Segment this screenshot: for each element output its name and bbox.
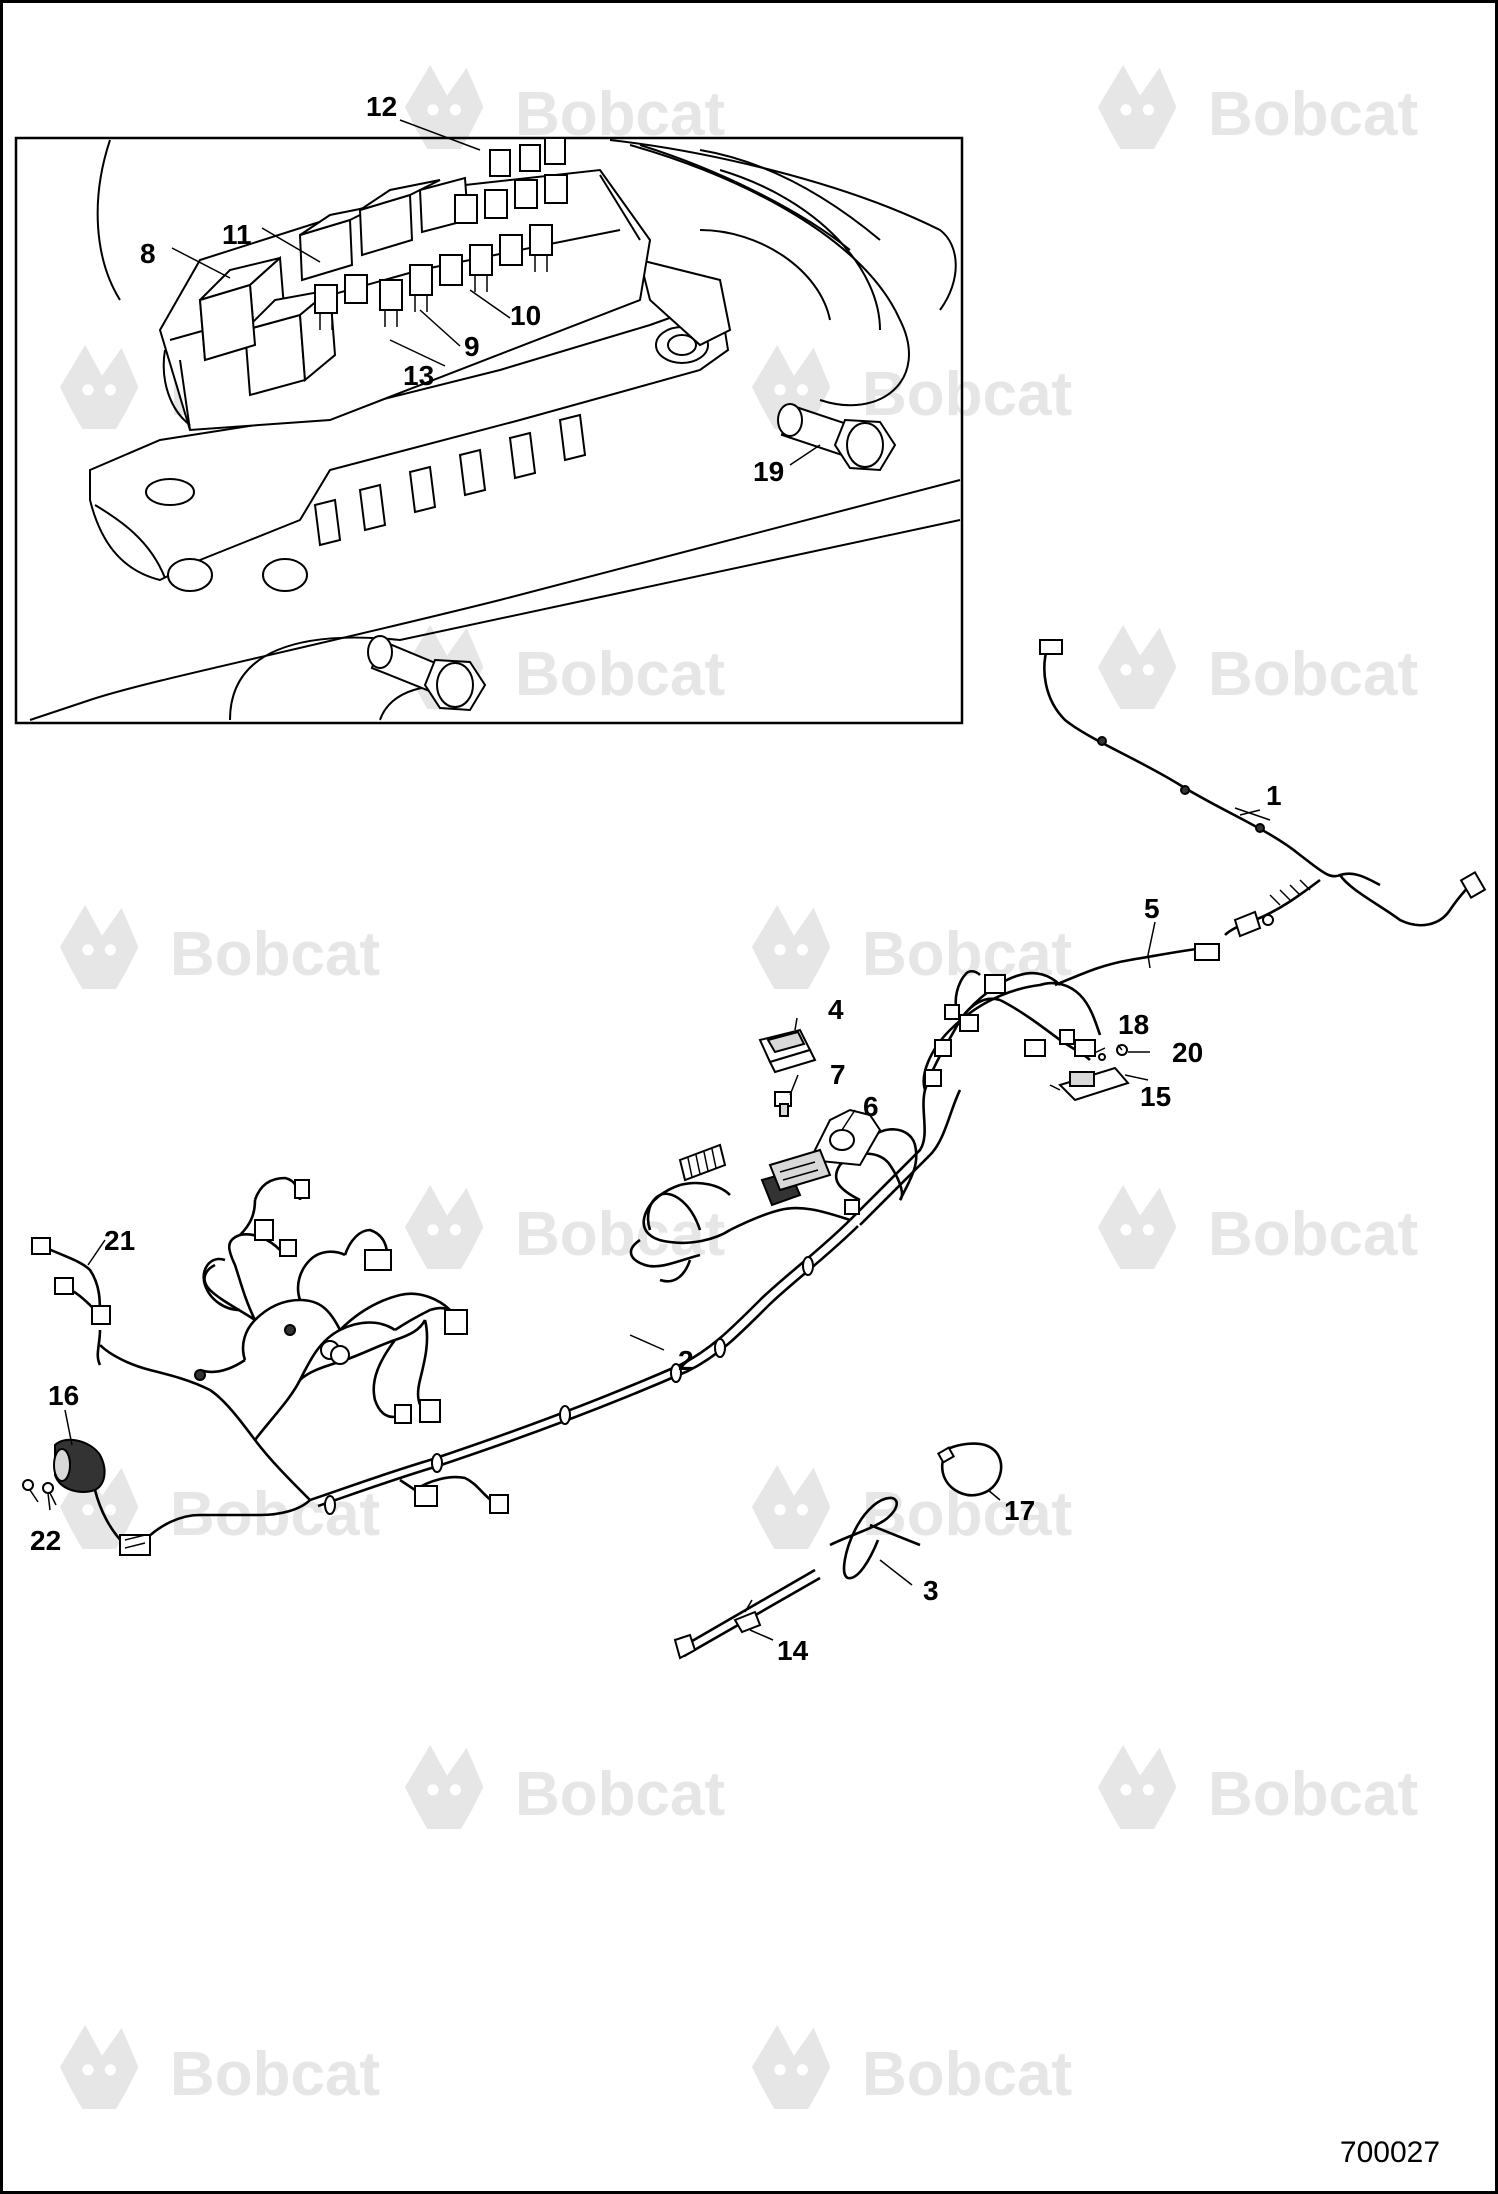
svg-text:Bobcat: Bobcat <box>862 360 1072 429</box>
callout-21: 21 <box>104 1225 135 1256</box>
holder-4 <box>758 1028 817 1074</box>
svg-text:Bobcat: Bobcat <box>1208 80 1418 149</box>
callout-3: 3 <box>923 1575 939 1606</box>
callout-9: 9 <box>464 331 480 362</box>
svg-text:Bobcat: Bobcat <box>862 2040 1072 2109</box>
mount-tie-14 <box>673 1568 821 1660</box>
callout-18: 18 <box>1118 1009 1149 1040</box>
drawing-number: 700027 <box>1339 2136 1440 2169</box>
svg-text:Bobcat: Bobcat <box>515 1200 725 1269</box>
watermark: Bobcat <box>1098 1745 1418 1829</box>
watermark: Bobcat <box>405 1745 725 1829</box>
callout-19: 19 <box>753 456 784 487</box>
callout-4: 4 <box>828 994 844 1025</box>
callouts: 12 11 8 10 9 13 19 1 5 18 20 15 4 7 6 21… <box>30 91 1282 1666</box>
fuse-relay-panel-detail <box>14 119 964 725</box>
svg-text:Bobcat: Bobcat <box>515 640 725 709</box>
callout-17: 17 <box>1004 1495 1035 1526</box>
housing-tabs <box>313 413 587 547</box>
watermark: Bobcat <box>752 2025 1072 2109</box>
watermark: Bobcat <box>752 345 1072 429</box>
callout-10: 10 <box>510 300 541 331</box>
fuse-array <box>314 139 568 330</box>
callout-22: 22 <box>30 1525 61 1556</box>
svg-text:Bobcat: Bobcat <box>862 920 1072 989</box>
band-17 <box>936 1442 1003 1497</box>
watermark: Bobcat <box>752 1465 1072 1549</box>
harness-1 <box>1039 639 1487 938</box>
module-15 <box>1049 1044 1130 1102</box>
svg-text:Bobcat: Bobcat <box>1208 1760 1418 1829</box>
watermark: Bobcat <box>1098 625 1418 709</box>
callout-12: 12 <box>366 91 397 122</box>
screws-22 <box>22 1479 57 1506</box>
callout-11: 11 <box>222 219 252 250</box>
harness-assembly <box>22 639 1487 1660</box>
svg-text:Bobcat: Bobcat <box>170 920 380 989</box>
callout-7: 7 <box>830 1059 846 1090</box>
svg-text:Bobcat: Bobcat <box>515 1760 725 1829</box>
svg-text:Bobcat: Bobcat <box>1208 640 1418 709</box>
callout-5: 5 <box>1144 893 1160 924</box>
callout-6: 6 <box>863 1091 879 1122</box>
svg-text:Bobcat: Bobcat <box>1208 1200 1418 1269</box>
connector-7 <box>774 1091 792 1117</box>
callout-8: 8 <box>140 238 156 269</box>
watermark: Bobcat <box>60 905 380 989</box>
callout-16: 16 <box>48 1380 79 1411</box>
detail-leaders <box>171 119 821 466</box>
callout-1: 1 <box>1266 780 1282 811</box>
callout-13: 13 <box>403 360 434 391</box>
main-leaders <box>47 807 1271 1641</box>
watermark: Bobcat <box>1098 65 1418 149</box>
callout-15: 15 <box>1140 1081 1171 1112</box>
watermark-layer: Bobcat Bobcat Bobcat Bobcat Bobcat Bobca… <box>60 65 1418 2109</box>
watermark: Bobcat <box>405 65 725 149</box>
bracket-6 <box>760 1108 882 1207</box>
watermark: Bobcat <box>405 625 725 709</box>
callout-20: 20 <box>1172 1037 1203 1068</box>
lamp-16 <box>53 1438 311 1556</box>
watermark: Bobcat <box>60 2025 380 2109</box>
trunk-clips <box>324 1256 814 1515</box>
watermark: Bobcat <box>752 905 1072 989</box>
convoluted-tube <box>678 1143 727 1182</box>
harness-21 <box>31 1237 111 1366</box>
harness-5 <box>1054 943 1220 987</box>
bolt-19 <box>777 403 897 472</box>
callout-2: 2 <box>678 1345 694 1376</box>
mounting-bolt <box>367 635 487 712</box>
watermark: Bobcat <box>1098 1185 1418 1269</box>
svg-text:Bobcat: Bobcat <box>862 1480 1072 1549</box>
cable-tie-3 <box>829 1496 921 1580</box>
detail-frame <box>14 136 964 725</box>
callout-14: 14 <box>777 1635 809 1666</box>
harness-2 <box>99 969 1102 1515</box>
svg-text:Bobcat: Bobcat <box>170 2040 380 2109</box>
